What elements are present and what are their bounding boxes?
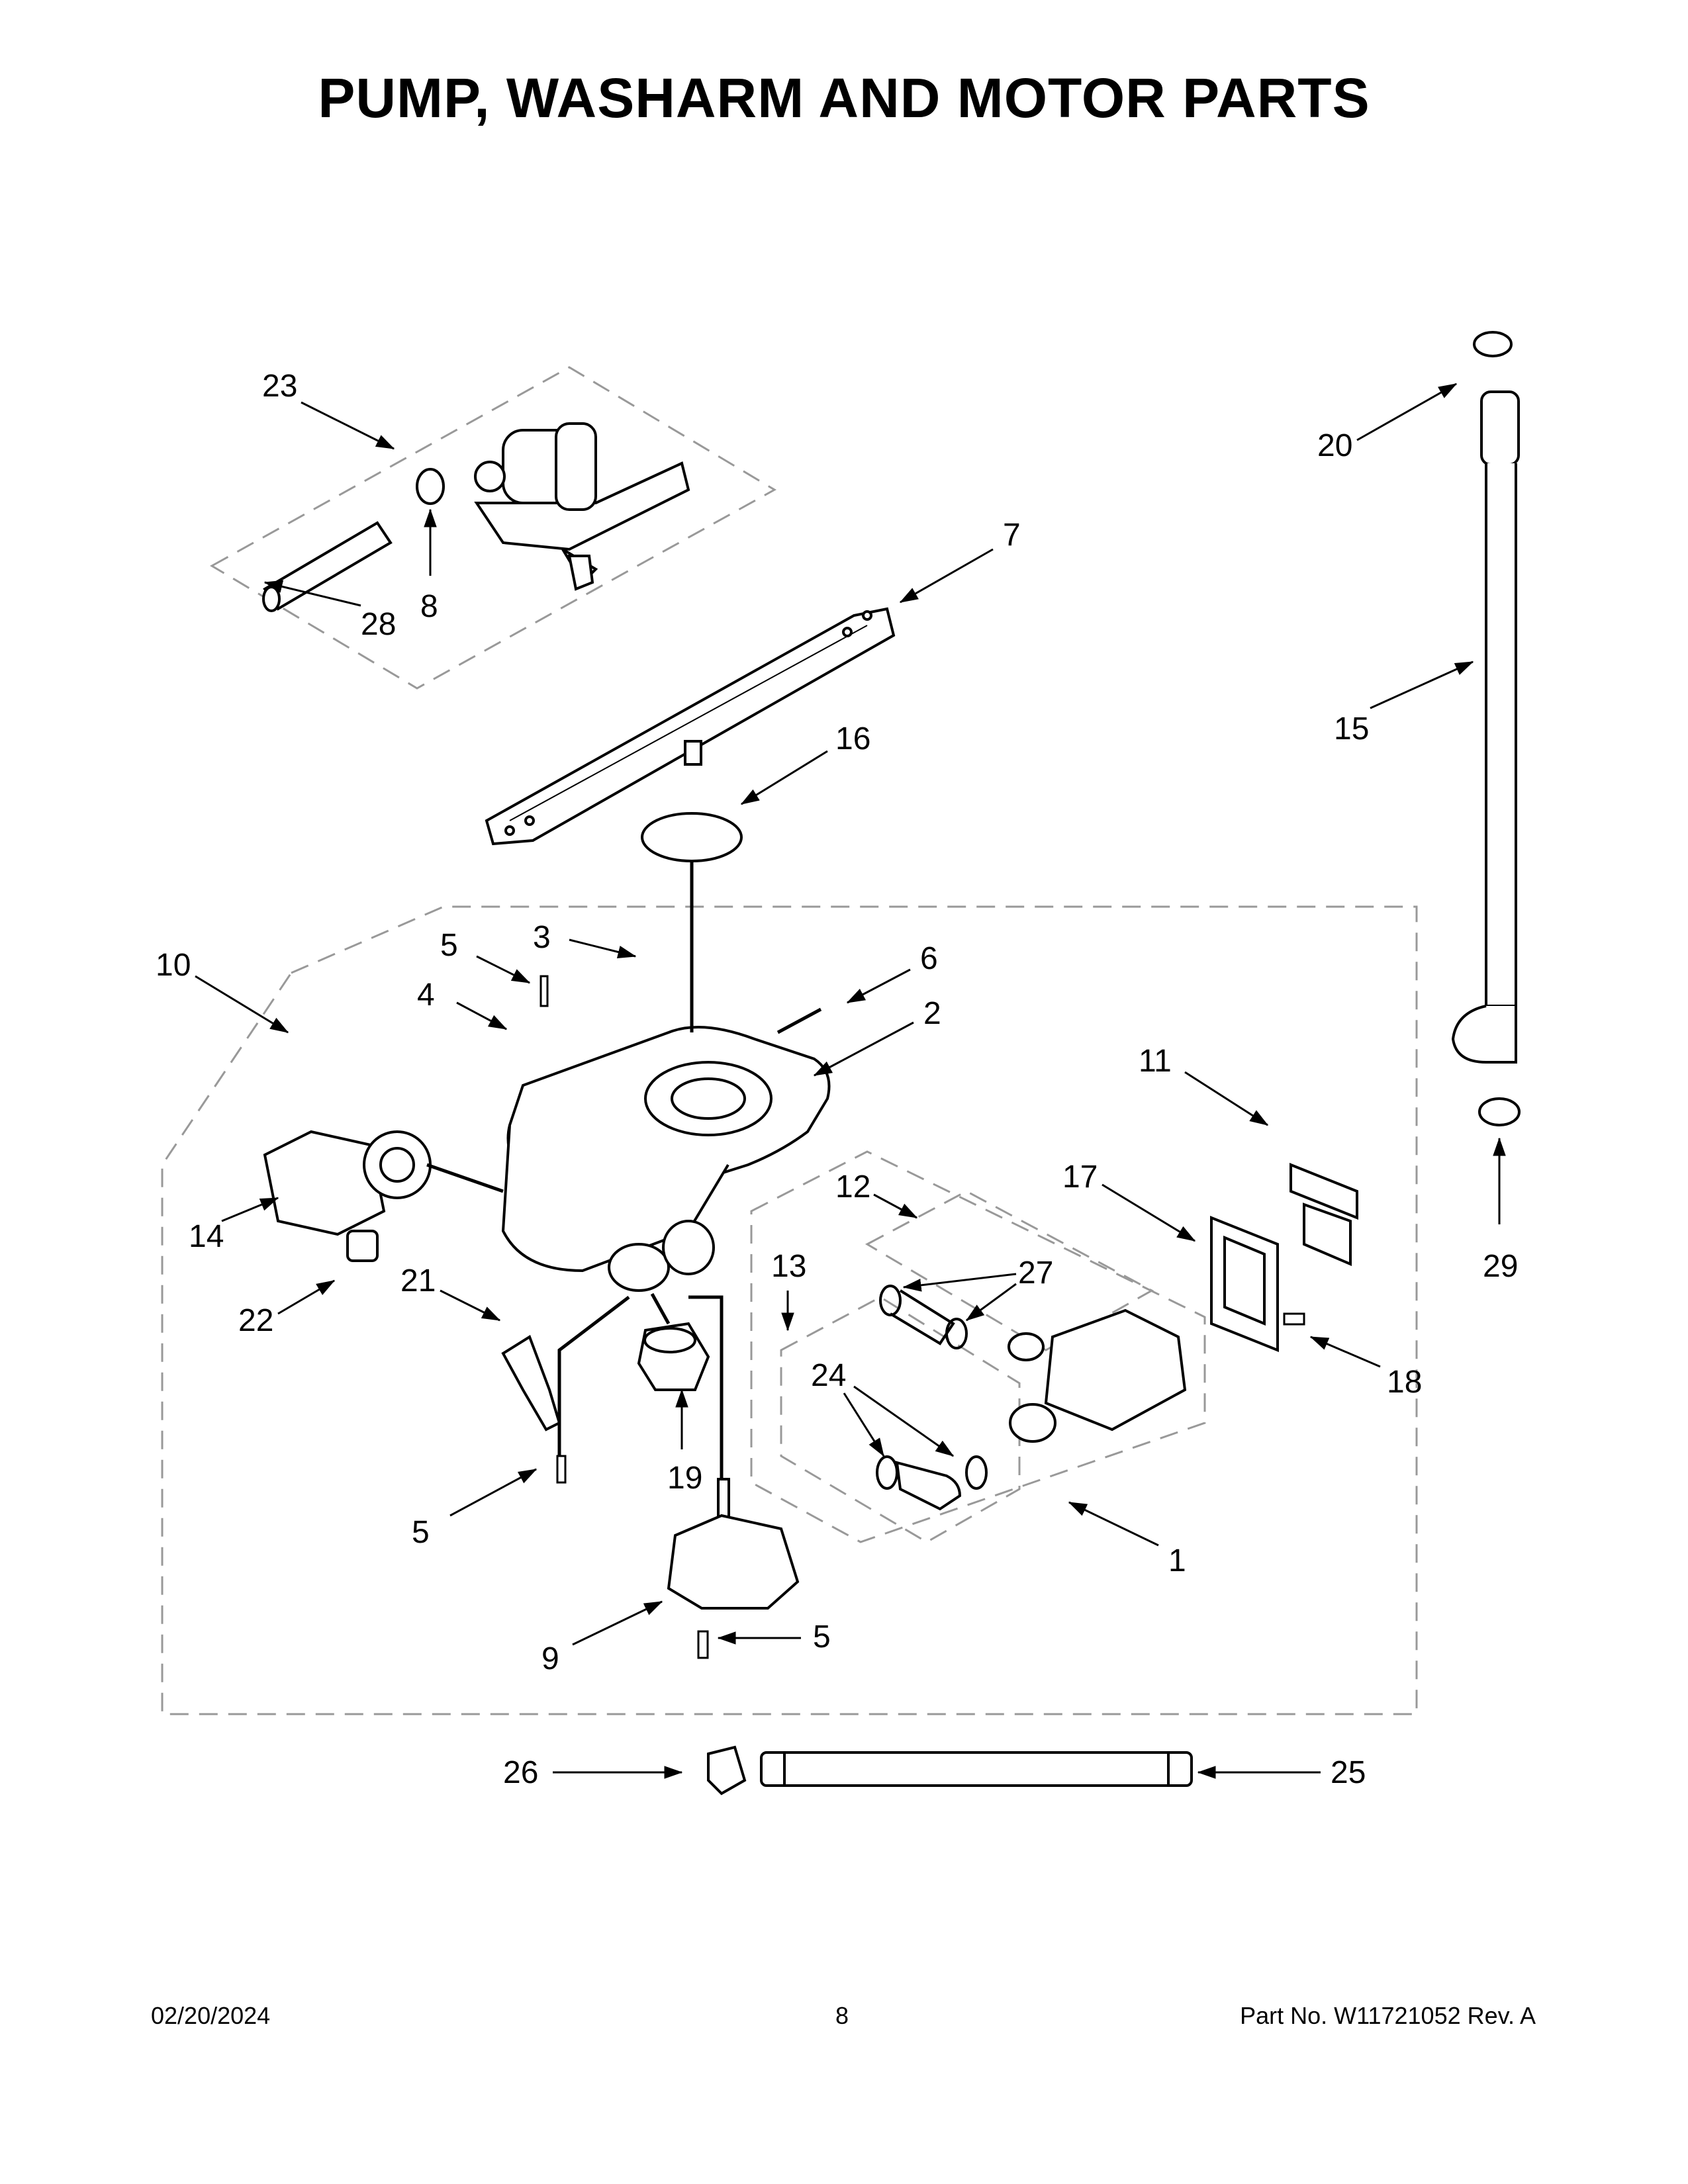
leader-16 [740, 750, 828, 805]
filter-disc-16 [641, 740, 743, 862]
leader-arrows [195, 383, 1506, 1779]
screws [539, 975, 1305, 1659]
elbow-group-outline [780, 1296, 1021, 1543]
leader-10 [195, 975, 289, 1034]
pump-group-outline [750, 1150, 1206, 1543]
callout-4: 4 [417, 978, 435, 1013]
callout-14: 14 [189, 1219, 224, 1254]
leader-3 [569, 938, 637, 959]
callout-5-top: 5 [440, 928, 458, 963]
callout-9: 9 [541, 1641, 559, 1676]
clip-26 [707, 1745, 747, 1796]
hose-clamp-group-outline [865, 1190, 1154, 1351]
bracket-21 [501, 1335, 561, 1432]
washarm-7 [485, 607, 896, 846]
callout-25: 25 [1331, 1755, 1366, 1790]
bracket-11 [1289, 1163, 1358, 1267]
callout-23: 23 [262, 369, 298, 404]
page-title: PUMP, WASHARM AND MOTOR PARTS [318, 67, 1370, 129]
callout-15: 15 [1334, 711, 1370, 747]
leader-6 [846, 968, 911, 1004]
leader-27b [965, 1283, 1017, 1322]
callout-5-left: 5 [412, 1515, 430, 1550]
callout-22: 22 [238, 1303, 274, 1338]
callout-18: 18 [1387, 1365, 1423, 1400]
footer-page-number: 8 [835, 2002, 849, 2029]
elbow-24 [876, 1455, 988, 1511]
thermal-fuse-22 [346, 1230, 379, 1262]
leader-12 [873, 1193, 918, 1219]
inlet-valve-group-outline [209, 366, 777, 690]
callout-28: 28 [361, 607, 397, 642]
callout-11: 11 [1139, 1044, 1172, 1079]
drain-hose-15 [1451, 390, 1520, 1064]
leader-15 [1370, 660, 1474, 709]
sump-2 [501, 1026, 831, 1292]
callout-6: 6 [920, 941, 938, 976]
leader-22 [277, 1279, 336, 1315]
callout-10: 10 [156, 948, 191, 983]
callout-27: 27 [1018, 1255, 1054, 1291]
drain-pump-1 [1008, 1308, 1187, 1443]
clamp-8 [416, 468, 445, 505]
callout-1: 1 [1168, 1543, 1186, 1578]
hose-clamps-27 [879, 1285, 968, 1349]
hose-25 [760, 1751, 1193, 1787]
clamp-20 [1473, 331, 1513, 357]
leader-1 [1068, 1501, 1159, 1547]
leader-9 [572, 1600, 663, 1646]
connector-lines [426, 860, 822, 1479]
footer-part-number: Part No. W11721052 Rev. A [1240, 2002, 1536, 2029]
leader-20 [1356, 383, 1458, 441]
callout-24: 24 [811, 1358, 847, 1393]
callout-7: 7 [1003, 518, 1021, 553]
leader-27a [902, 1273, 1017, 1292]
callout-21: 21 [400, 1263, 436, 1298]
circulation-motor-14 [263, 1130, 432, 1236]
leader-5a [476, 955, 531, 984]
leader-5b [449, 1468, 538, 1517]
footer-date: 02/20/2024 [151, 2002, 271, 2029]
leader-21 [440, 1289, 501, 1322]
leader-4 [456, 1001, 508, 1030]
leader-17 [1102, 1183, 1196, 1242]
callout-5-bottom: 5 [813, 1619, 831, 1655]
callout-19: 19 [667, 1461, 703, 1496]
callout-13: 13 [771, 1249, 807, 1284]
diverter-9 [667, 1478, 800, 1610]
callout-17: 17 [1062, 1160, 1098, 1195]
leader-28 [263, 580, 361, 607]
inlet-valve-assembly [474, 422, 690, 591]
leader-7 [899, 548, 994, 604]
leader-24b [853, 1385, 955, 1457]
bracket-17 [1210, 1216, 1279, 1352]
leader-23 [301, 401, 395, 450]
leader-18 [1309, 1336, 1381, 1368]
callout-16: 16 [835, 721, 871, 756]
callout-2: 2 [923, 996, 941, 1031]
callout-20: 20 [1317, 428, 1353, 463]
leader-24a [843, 1392, 885, 1457]
callout-3: 3 [533, 920, 551, 955]
leader-14 [221, 1197, 279, 1222]
callout-8: 8 [420, 589, 438, 624]
leader-11 [1184, 1071, 1269, 1126]
leader-2 [813, 1021, 914, 1077]
callout-29: 29 [1483, 1249, 1519, 1284]
callout-26: 26 [503, 1755, 539, 1790]
turbidity-sensor-19 [637, 1322, 710, 1391]
clamp-29 [1478, 1097, 1521, 1126]
callout-12: 12 [835, 1169, 871, 1205]
group-outlines [161, 366, 1418, 1715]
